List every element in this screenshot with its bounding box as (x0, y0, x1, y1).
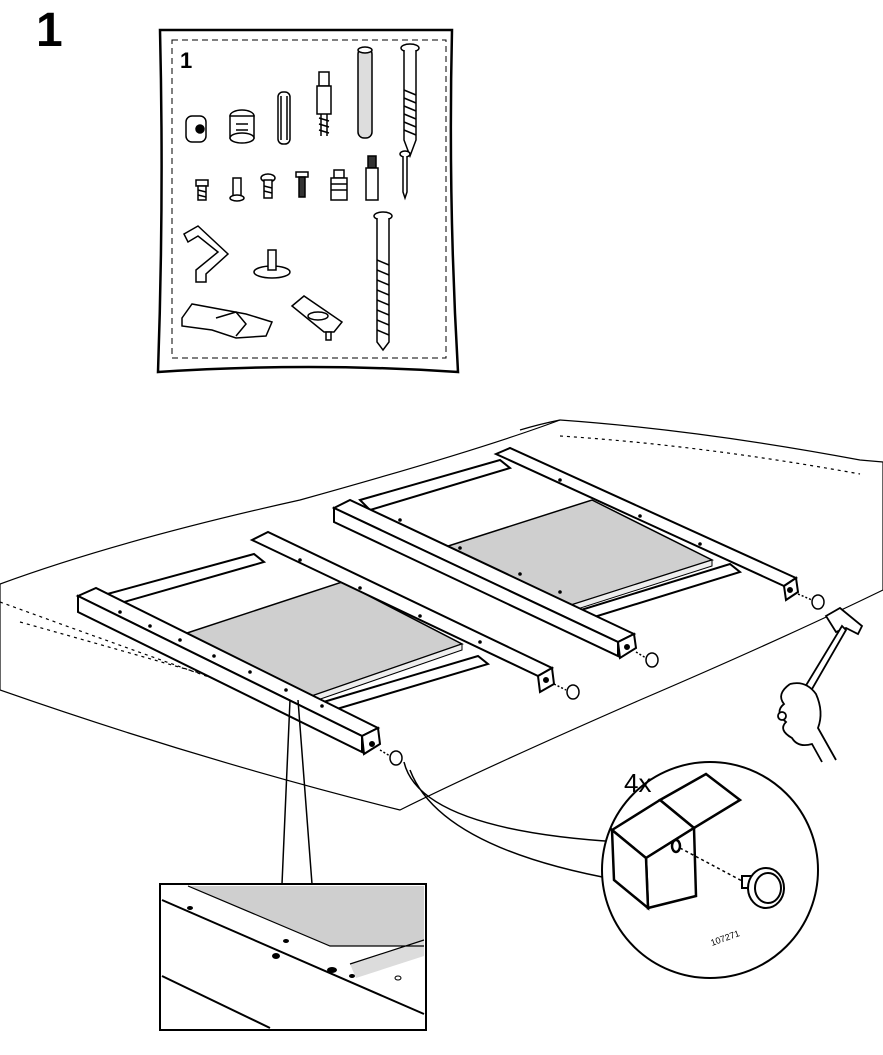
detail-leader (403, 761, 621, 881)
zoom-inset (159, 699, 427, 1031)
dowel-icon (365, 155, 379, 201)
plug-icon (379, 683, 580, 766)
screw-icon (229, 177, 245, 202)
plug-icon (741, 867, 785, 909)
bolt-icon (373, 211, 393, 352)
cam-lock-icon (185, 115, 207, 143)
screw-icon (400, 43, 420, 159)
glide-icon (253, 249, 291, 279)
cam-lock-icon (330, 169, 348, 201)
screw-icon (399, 150, 411, 201)
bracket-icon (181, 303, 274, 339)
dowel-icon (277, 91, 291, 145)
quantity-label: 4x (624, 768, 651, 798)
detail-circle: 4x 107271 (601, 761, 819, 979)
dowel-icon (357, 46, 373, 139)
bag-label: 1 (180, 48, 192, 73)
hand-icon (777, 682, 837, 763)
frame-back (331, 446, 800, 660)
rail-holes (118, 478, 702, 708)
step-number: 1 (36, 4, 63, 57)
screw-icon (260, 173, 276, 199)
hardware-bag: 1 (156, 28, 460, 374)
frame-front (75, 530, 556, 756)
bolt-icon (316, 71, 332, 136)
rail-end (609, 772, 743, 911)
screw-icon (295, 171, 309, 198)
screw-icon (195, 179, 209, 201)
cam-lock-icon (229, 109, 255, 144)
plug-icon (635, 593, 825, 668)
bracket-icon (290, 295, 344, 341)
allen-key-icon (183, 225, 230, 283)
